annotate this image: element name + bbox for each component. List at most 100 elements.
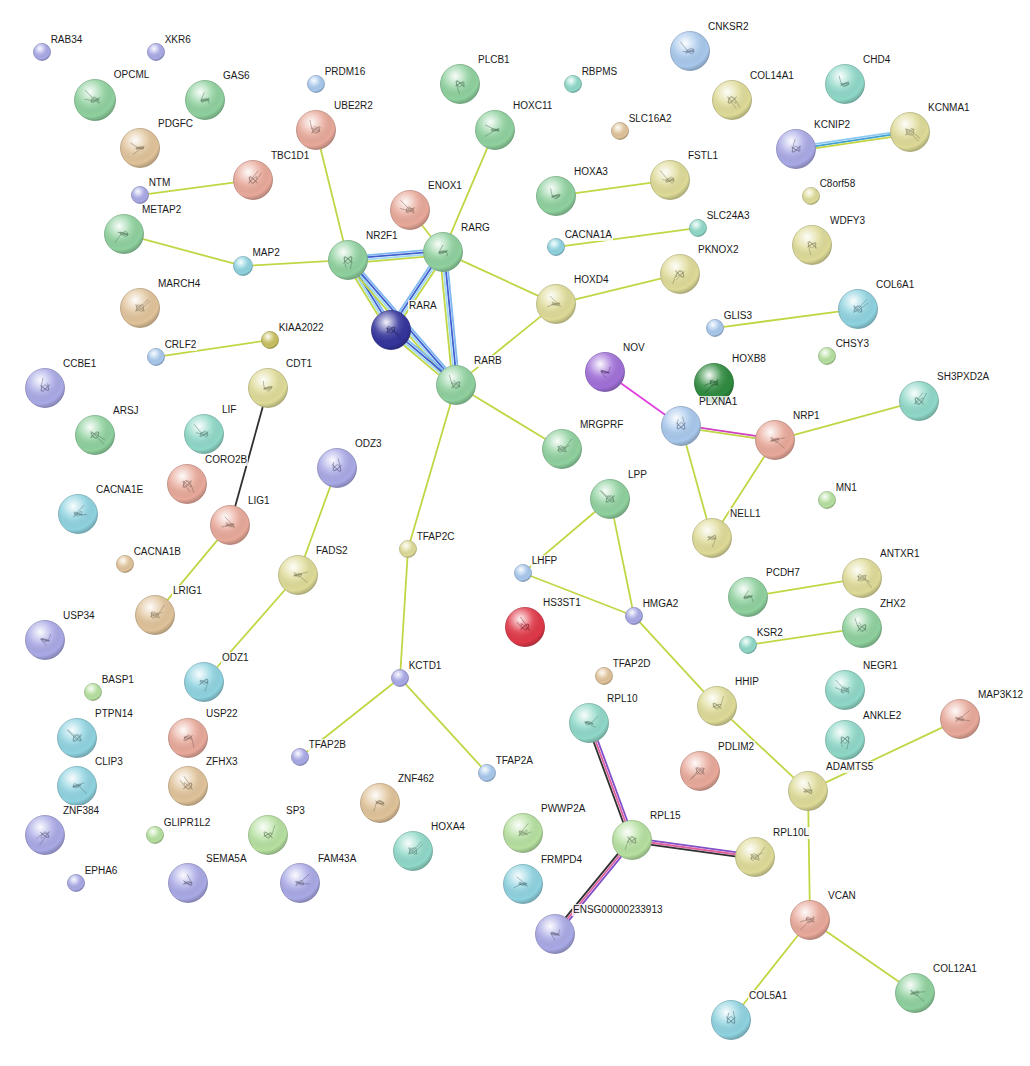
structure-trace	[183, 874, 192, 885]
gene-label: ANTXR1	[879, 548, 920, 560]
sphere-fill	[843, 609, 882, 648]
gene-label: PLXNA1	[698, 396, 738, 408]
sphere-fill	[185, 415, 224, 454]
structure-glyph	[67, 730, 81, 742]
gene-label: RARA	[408, 300, 438, 312]
node-sphere	[120, 128, 160, 168]
sphere-shine	[479, 765, 496, 782]
node-sphere	[25, 815, 65, 855]
structure-glyph	[310, 120, 320, 133]
structure-trace	[180, 776, 192, 789]
sphere-shine	[392, 670, 409, 687]
node-sphere	[248, 815, 288, 855]
sphere-shine	[612, 123, 629, 140]
gene-label: HOXA3	[573, 166, 609, 178]
sphere-shine	[891, 113, 930, 152]
sphere-shine	[736, 838, 775, 877]
sphere-shine	[843, 609, 882, 648]
structure-trace	[660, 171, 674, 184]
sphere-shine	[826, 721, 865, 760]
edge-strand	[530, 512, 595, 567]
sphere-fill	[537, 177, 576, 216]
sphere-fill	[570, 704, 609, 743]
protein-node: ZNF462	[360, 783, 400, 823]
edge-strand	[723, 457, 764, 521]
sphere-shine	[249, 816, 288, 855]
structure-glyph	[183, 874, 192, 885]
structure-glyph	[551, 188, 561, 199]
sphere-shine	[297, 111, 336, 150]
sphere-fill	[391, 191, 430, 230]
sphere-shine	[58, 767, 97, 806]
sphere-shine	[651, 161, 690, 200]
gene-label: KIAA2022	[278, 322, 325, 334]
protein-node: KCTD1	[391, 669, 409, 687]
structure-glyph	[41, 378, 50, 391]
structure-glyph	[744, 591, 753, 602]
sphere-fill	[543, 430, 582, 469]
sphere-shine	[777, 130, 816, 169]
sphere-fill	[121, 289, 160, 328]
gene-label: GLIPR1L2	[163, 817, 212, 829]
interaction-edge	[406, 685, 481, 767]
interaction-edge	[640, 623, 703, 692]
gene-label: EPHA6	[84, 865, 119, 877]
node-sphere	[168, 718, 208, 758]
protein-node: HS3ST1	[505, 607, 545, 647]
node-sphere	[899, 381, 939, 421]
node-sphere	[670, 31, 710, 71]
structure-trace	[67, 730, 81, 742]
node-sphere	[475, 110, 515, 150]
node-sphere	[818, 347, 836, 365]
structure-glyph	[858, 575, 872, 588]
sphere-fill	[148, 44, 165, 61]
sphere-fill	[839, 290, 878, 329]
sphere-fill	[793, 226, 832, 265]
node-sphere	[536, 284, 576, 324]
structure-trace	[519, 823, 532, 836]
structure-glyph	[485, 125, 499, 136]
sphere-shine	[292, 749, 309, 766]
gene-label: ZHX2	[879, 598, 907, 610]
protein-node: MAP2	[233, 256, 253, 276]
protein-node: SH3PXD2A	[899, 381, 939, 421]
node-sphere	[280, 863, 320, 903]
sphere-shine	[826, 65, 865, 104]
node-sphere	[328, 240, 368, 280]
interaction-edge	[701, 428, 756, 438]
sphere-shine	[372, 311, 411, 350]
sphere-shine	[537, 177, 576, 216]
structure-trace	[91, 432, 105, 445]
sphere-shine	[506, 608, 545, 647]
gene-label: RARG	[460, 222, 491, 234]
sphere-fill	[515, 565, 532, 582]
node-sphere	[711, 1000, 751, 1040]
gene-label: KCTD1	[408, 660, 443, 672]
sphere-shine	[504, 814, 543, 853]
protein-node: ANTXR1	[842, 558, 882, 598]
structure-trace	[374, 800, 384, 811]
node-sphere	[825, 64, 865, 104]
sphere-fill	[504, 865, 543, 904]
node-sphere	[890, 112, 930, 152]
sphere-shine	[121, 289, 160, 328]
sphere-shine	[681, 752, 720, 791]
gene-label: ZNF384	[62, 805, 100, 817]
structure-trace	[514, 877, 528, 888]
sphere-fill	[292, 749, 309, 766]
gene-label: NRP1	[792, 410, 821, 422]
sphere-shine	[68, 875, 85, 892]
interaction-edge	[422, 226, 430, 237]
node-sphere	[184, 662, 224, 702]
edge-strand	[686, 445, 706, 518]
sphere-fill	[394, 832, 433, 871]
sphere-fill	[891, 113, 930, 152]
protein-node: ADAMTS5	[788, 771, 828, 811]
protein-node: PDGFC	[120, 128, 160, 168]
edge-strand	[826, 931, 898, 981]
sphere-shine	[34, 44, 51, 61]
sphere-fill	[819, 348, 836, 365]
sphere-shine	[169, 719, 208, 758]
protein-node: NEGR1	[825, 670, 865, 710]
sphere-fill	[26, 621, 65, 660]
